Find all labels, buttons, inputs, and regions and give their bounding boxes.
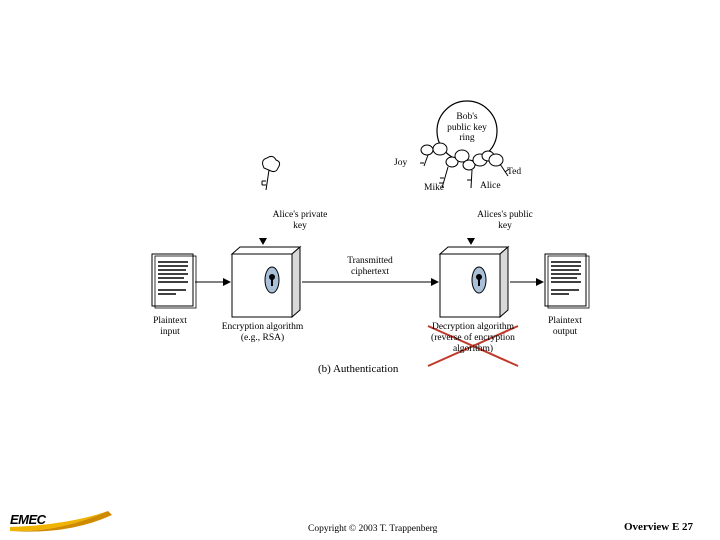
ring-name-mike: Mike (424, 183, 445, 193)
emec-logo-text: EMEC (10, 512, 46, 527)
key-icon (420, 142, 448, 167)
plaintext-output-document (544, 253, 590, 309)
diagram-caption: (b) Authentication (318, 363, 399, 375)
strike-cross (427, 325, 519, 367)
ring-name-ted: Ted (507, 167, 522, 177)
decryption-algorithm-label: Decryption algorithm(reverse of encrypti… (431, 322, 515, 354)
lock-icon (264, 266, 280, 294)
key-icon (481, 150, 510, 177)
ring-name-joy: Joy (394, 158, 408, 168)
key-icon (439, 149, 470, 189)
page-number: Overview E 27 (624, 521, 694, 533)
copyright: Copyright © 2003 T. Trappenberg (308, 524, 438, 534)
decryption-box (438, 245, 510, 319)
key-icon (261, 155, 281, 191)
key-ring (420, 100, 510, 189)
plaintext-input-document (151, 253, 197, 309)
emec-logo (10, 511, 112, 532)
encryption-box (230, 245, 302, 319)
ring-name-alice: Alice (480, 181, 501, 191)
private-key-pointer (259, 238, 267, 245)
lock-icon (471, 266, 487, 294)
public-key-pointer (467, 238, 475, 245)
encryption-algorithm-label: Encryption algorithm(e.g., RSA) (221, 322, 304, 343)
